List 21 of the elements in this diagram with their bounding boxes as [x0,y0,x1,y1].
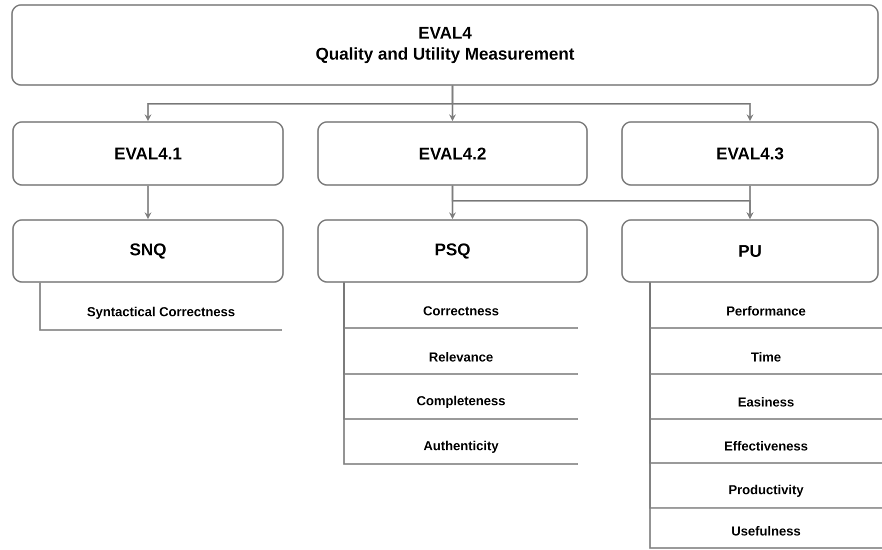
list-item: Completeness [417,396,505,408]
list-item: Effectiveness [724,441,808,451]
connector-line [649,282,882,549]
list-item: Authenticity [424,440,498,453]
process-box: PU [621,219,879,283]
list-item: Performance [727,306,806,316]
connector-line [39,282,283,331]
list-item: Time [751,352,781,362]
list-item: Syntactical Correctness [87,306,234,319]
list-item: Easiness [738,397,794,407]
list-item: Productivity [729,484,804,497]
list-item: Relevance [430,352,493,362]
list-item: Correctness [424,306,498,316]
process-box: EVAL4.1 [12,121,284,186]
process-box: EVAL4.3 [621,121,879,186]
connector-line [343,282,579,465]
process-box: SNQ [12,219,284,283]
process-box: PSQ [317,219,588,283]
process-box: EVAL4.2 [317,121,588,186]
list-item: Usefulness [732,526,800,536]
process-box: EVAL4 Quality and Utility Measurement [11,4,879,86]
